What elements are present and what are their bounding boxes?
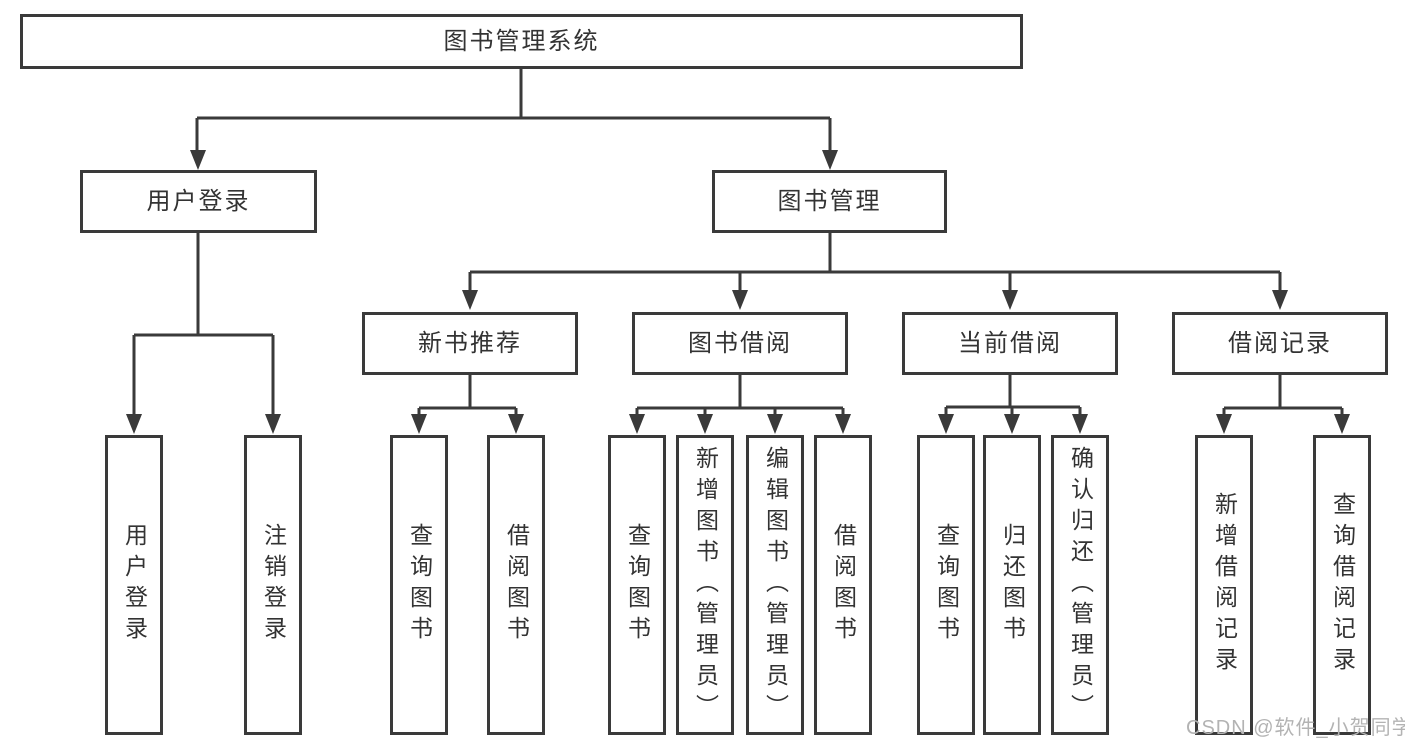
leaf-records-query-record: 查询借阅记录 bbox=[1313, 435, 1371, 735]
node-label: 编辑图书（管理员） bbox=[762, 445, 789, 725]
node-label: 新书推荐 bbox=[418, 329, 522, 357]
arrow-icon bbox=[1272, 290, 1288, 310]
node-root-system: 图书管理系统 bbox=[20, 14, 1023, 69]
arrow-icon bbox=[190, 150, 206, 170]
node-label: 新增借阅记录 bbox=[1211, 492, 1238, 678]
leaf-borrow-add-books-admin: 新增图书（管理员） bbox=[676, 435, 734, 735]
leaf-current-return-books: 归还图书 bbox=[983, 435, 1041, 735]
leaf-borrow-query-books: 查询图书 bbox=[608, 435, 666, 735]
connector-records-to-leaves bbox=[1222, 375, 1344, 416]
node-label: 新增图书（管理员） bbox=[692, 445, 719, 725]
node-label: 用户登录 bbox=[121, 523, 148, 647]
arrow-icon bbox=[822, 150, 838, 170]
node-label: 查询借阅记录 bbox=[1329, 492, 1356, 678]
node-label: 确认归还（管理员） bbox=[1067, 445, 1094, 725]
node-label: 图书借阅 bbox=[688, 329, 792, 357]
arrow-icon bbox=[629, 414, 645, 434]
node-borrow-records: 借阅记录 bbox=[1172, 312, 1388, 375]
arrow-icon bbox=[508, 414, 524, 434]
leaf-borrow-edit-books-admin: 编辑图书（管理员） bbox=[746, 435, 804, 735]
leaf-user-login: 用户登录 bbox=[105, 435, 163, 735]
arrow-icon bbox=[732, 290, 748, 310]
arrow-icon bbox=[462, 290, 478, 310]
connector-bookborrow-to-leaves bbox=[635, 375, 845, 416]
node-label: 查询图书 bbox=[624, 523, 651, 647]
node-label: 查询图书 bbox=[933, 523, 960, 647]
connector-currentborrow-to-leaves bbox=[944, 375, 1082, 416]
node-label: 图书管理系统 bbox=[443, 27, 600, 55]
node-new-book-recommend: 新书推荐 bbox=[362, 312, 578, 375]
arrow-icon bbox=[411, 414, 427, 434]
node-label: 借阅图书 bbox=[830, 523, 857, 647]
arrow-icon bbox=[1004, 414, 1020, 434]
connector-newbooks-to-leaves bbox=[417, 375, 518, 416]
arrow-icon bbox=[1216, 414, 1232, 434]
arrow-icon bbox=[1072, 414, 1088, 434]
arrow-icon bbox=[835, 414, 851, 434]
arrow-icon bbox=[1334, 414, 1350, 434]
connector-root-to-level2 bbox=[195, 69, 832, 152]
leaf-logout: 注销登录 bbox=[244, 435, 302, 735]
arrow-icon bbox=[1002, 290, 1018, 310]
arrow-icon bbox=[767, 414, 783, 434]
arrow-icon bbox=[697, 414, 713, 434]
connector-bookmgmt-to-level3 bbox=[468, 233, 1282, 292]
node-label: 查询图书 bbox=[406, 523, 433, 647]
node-book-borrow: 图书借阅 bbox=[632, 312, 848, 375]
node-label: 当前借阅 bbox=[958, 329, 1062, 357]
leaf-newbooks-borrow-books: 借阅图书 bbox=[487, 435, 545, 735]
node-label: 借阅图书 bbox=[503, 523, 530, 647]
csdn-watermark: CSDN @软件_小贺同学 bbox=[1186, 717, 1405, 739]
node-label: 归还图书 bbox=[999, 523, 1026, 647]
node-current-borrow: 当前借阅 bbox=[902, 312, 1118, 375]
node-label: 注销登录 bbox=[260, 523, 287, 647]
node-user-login: 用户登录 bbox=[80, 170, 317, 233]
node-label: 用户登录 bbox=[146, 187, 251, 215]
leaf-current-query-books: 查询图书 bbox=[917, 435, 975, 735]
node-label: 借阅记录 bbox=[1228, 329, 1332, 357]
node-label: 图书管理 bbox=[777, 187, 882, 215]
leaf-records-add-record: 新增借阅记录 bbox=[1195, 435, 1253, 735]
leaf-current-confirm-return-admin: 确认归还（管理员） bbox=[1051, 435, 1109, 735]
arrow-icon bbox=[126, 414, 142, 434]
arrow-icon bbox=[265, 414, 281, 434]
arrow-icon bbox=[938, 414, 954, 434]
connector-userlogin-to-leaves bbox=[132, 233, 275, 416]
leaf-newbooks-query-books: 查询图书 bbox=[390, 435, 448, 735]
node-book-management: 图书管理 bbox=[712, 170, 947, 233]
leaf-borrow-borrow-books: 借阅图书 bbox=[814, 435, 872, 735]
